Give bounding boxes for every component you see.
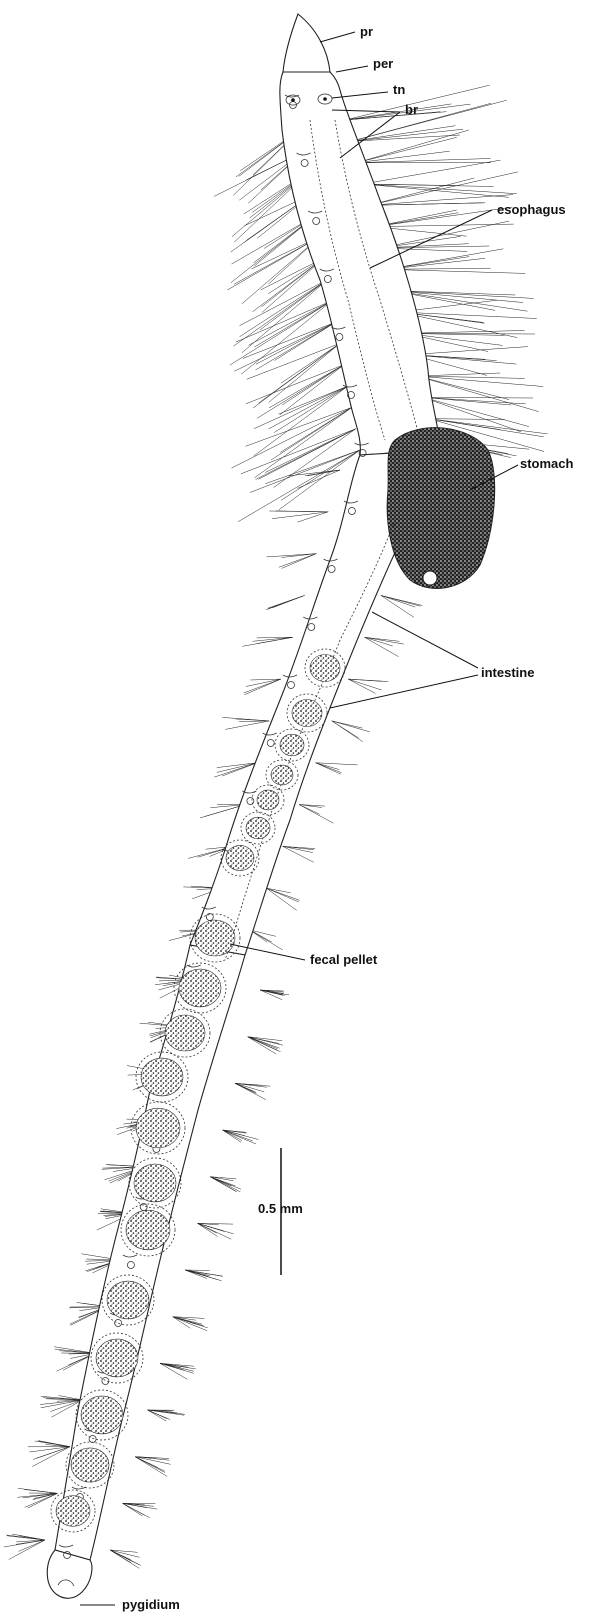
label-intestine: intestine (481, 665, 534, 680)
anterior-trunk (280, 72, 440, 455)
scale-label: 0.5 mm (258, 1201, 303, 1216)
label-stomach: stomach (520, 456, 574, 471)
label-pygidium: pygidium (122, 1597, 180, 1612)
label-esophagus: esophagus (497, 202, 566, 217)
label-per: per (373, 56, 393, 71)
scale-bar: 0.5 mm (258, 1148, 303, 1275)
label-pr: pr (360, 24, 373, 39)
label-br: br (405, 102, 418, 117)
label-fecal-pellet: fecal pellet (310, 952, 378, 967)
prostomium (283, 14, 330, 72)
label-tn: tn (393, 82, 405, 97)
stomach-organ (387, 428, 495, 589)
